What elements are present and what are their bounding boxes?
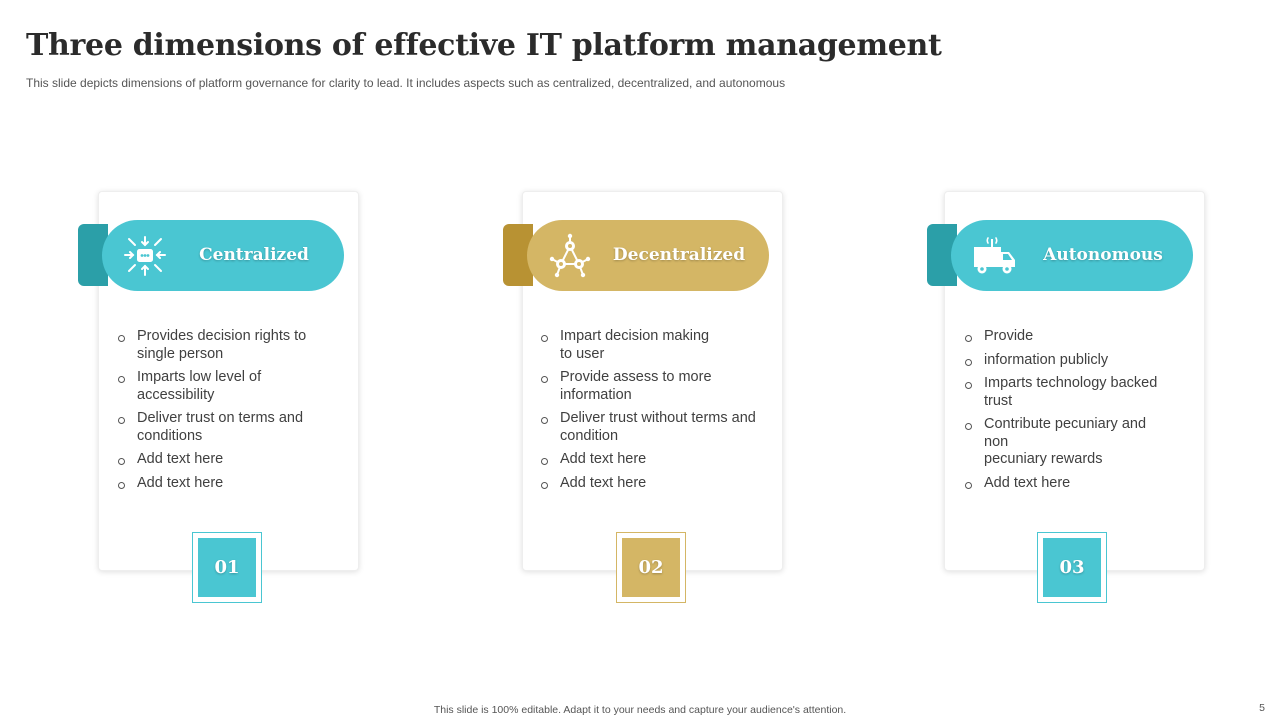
header-label-decentralized: Decentralized [612,245,746,265]
list-item: Add text here [965,475,1180,493]
list-item: Contribute pecuniary and non pecuniary r… [965,416,1180,469]
list-item: Provides decision rights to single perso… [118,328,333,363]
list-item: information publicly [965,352,1180,370]
number-badge-02: 02 [616,532,686,603]
header-pill-centralized: Centralized [102,220,344,291]
footer-note: This slide is 100% editable. Adapt it to… [433,704,847,716]
header-label-autonomous: Autonomous [1043,245,1163,265]
list-item: Impart decision making to user [541,328,756,363]
list-item: Add text here [541,451,756,469]
network-arrows-icon [124,236,166,276]
header-pill-decentralized: Decentralized [527,220,769,291]
bullet-list-decentralized: Impart decision making to user Provide a… [541,328,756,498]
list-item: Deliver trust without terms and conditio… [541,410,756,445]
number-badge-03: 03 [1037,532,1107,603]
number-badge-label: 03 [1043,538,1101,597]
list-item: Imparts low level of accessibility [118,369,333,404]
list-item: Provide [965,328,1180,346]
bullet-list-autonomous: Provide information publicly Imparts tec… [965,328,1180,498]
autonomous-van-icon [974,237,1015,274]
number-badge-label: 01 [198,538,256,597]
number-badge-label: 02 [622,538,680,597]
list-item: Imparts technology backed trust [965,375,1180,410]
decentralized-network-icon [549,233,591,278]
header-pill-autonomous: Autonomous [951,220,1193,291]
header-label-centralized: Centralized [199,245,309,265]
list-item: Add text here [118,475,333,493]
page-number: 5 [1259,702,1265,714]
list-item: Deliver trust on terms and conditions [118,410,333,445]
number-badge-01: 01 [192,532,262,603]
list-item: Add text here [118,451,333,469]
slide-title: Three dimensions of effective IT platfor… [26,28,942,63]
slide-subtitle: This slide depicts dimensions of platfor… [26,76,786,90]
list-item: Provide assess to more information [541,369,756,404]
bullet-list-centralized: Provides decision rights to single perso… [118,328,333,498]
list-item: Add text here [541,475,756,493]
